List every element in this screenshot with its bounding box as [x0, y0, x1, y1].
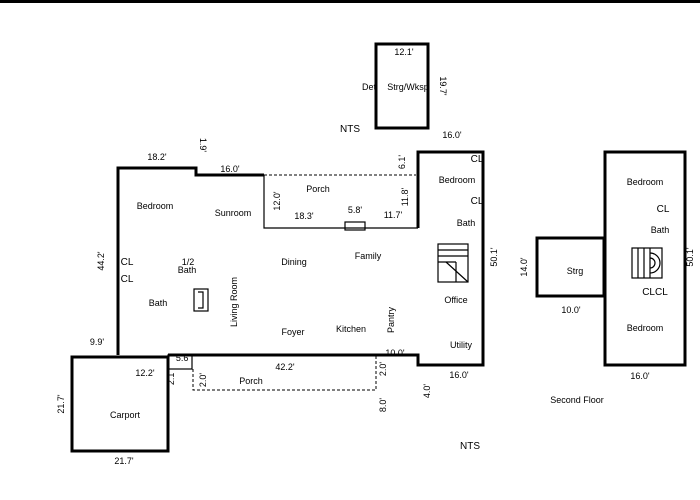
dim-21-7-horizontal: 21.7'	[114, 456, 134, 466]
dim-16-sun: 16.0'	[220, 164, 240, 174]
dim-1-9: 1.9'	[198, 138, 208, 153]
porch-bottom-label: Porch	[239, 376, 263, 386]
cl-second: CL	[657, 204, 670, 215]
cl-right-2: CL	[471, 196, 484, 207]
dim-16-top: 16.0'	[442, 130, 462, 140]
main-wall-left	[116, 166, 264, 355]
dim-11-8: 11.8'	[400, 187, 410, 206]
dim-11-7: 11.7'	[384, 210, 403, 220]
dim-44-2: 44.2'	[96, 251, 106, 271]
cl-left-2: CL	[121, 274, 134, 285]
clcl-label: CLCL	[642, 287, 668, 298]
foyer-label: Foyer	[281, 327, 304, 337]
carport-outline	[70, 355, 170, 453]
second-floor-note: Second Floor	[550, 395, 604, 405]
wksp-width-dim: 12.1'	[394, 47, 414, 57]
half-label: 1/2	[182, 257, 195, 267]
dim-10-0: 10.0'	[385, 348, 405, 358]
bedroom-label: Bedroom	[137, 201, 174, 211]
carport-label: Carport	[110, 410, 141, 420]
dim-18-2: 18.2'	[147, 152, 167, 162]
nts-top-note: NTS	[340, 124, 360, 135]
dim-2-0-right: 2.0'	[378, 362, 388, 377]
family-label: Family	[355, 251, 382, 261]
porch-top-walls	[263, 175, 418, 229]
cl-right-1: CL	[471, 154, 484, 165]
dim-16-second: 16.0'	[630, 371, 650, 381]
stair-icon	[437, 243, 469, 283]
dim-12-0: 12.0'	[272, 191, 282, 211]
sunroom-label: Sunroom	[215, 208, 252, 218]
bedroom-2a-label: Bedroom	[627, 177, 664, 187]
bedroom-2b-label: Bedroom	[627, 323, 664, 333]
dim-5-8: 5.8'	[348, 205, 363, 215]
bedroom-right-label: Bedroom	[439, 175, 476, 185]
half-bath-label: Bath	[178, 265, 197, 275]
utility-label: Utility	[450, 340, 472, 350]
dim-42-2: 42.2'	[275, 362, 295, 372]
top-border	[0, 0, 700, 3]
nts-bottom-note: NTS	[460, 441, 480, 452]
det-label: Det	[362, 82, 377, 92]
dim-10-0-strg: 10.0'	[561, 305, 581, 315]
dim-2-1: 2.1'	[166, 371, 176, 386]
porch-top-label: Porch	[306, 184, 330, 194]
dim-18-3: 18.3'	[294, 211, 314, 221]
dim-2-0-left: 2.0'	[198, 373, 208, 388]
bath-2-label: Bath	[651, 225, 670, 235]
second-floor-outline	[603, 150, 687, 367]
porch-bottom-dashed	[192, 355, 377, 391]
dim-50-1-second: 50.1'	[685, 247, 695, 267]
dim-8-0: 8.0'	[378, 398, 388, 413]
dim-16-bottom: 16.0'	[449, 370, 469, 380]
dim-9-9: 9.9'	[90, 337, 105, 347]
bath-left-label: Bath	[149, 298, 168, 308]
dim-6-1: 6.1'	[397, 155, 407, 170]
kitchen-label: Kitchen	[336, 324, 366, 334]
fireplace	[344, 221, 366, 231]
pantry-label: Pantry	[386, 306, 396, 333]
dining-label: Dining	[281, 257, 307, 267]
main-wall-right	[376, 150, 485, 367]
dim-4-0: 4.0'	[422, 384, 432, 399]
dim-14-0: 14.0'	[519, 257, 529, 277]
living-room-label: Living Room	[229, 277, 239, 327]
strg-label: Strg	[567, 266, 584, 276]
cl-left-1: CL	[121, 257, 134, 268]
stair-icon	[631, 247, 663, 279]
office-label: Office	[444, 295, 467, 305]
bath-right-label: Bath	[457, 218, 476, 228]
bathtub-icon	[193, 288, 209, 312]
wksp-height-dim: 19.7'	[438, 76, 448, 96]
dim-5-6: 5.6'	[176, 353, 191, 363]
dim-21-7-vertical: 21.7'	[56, 394, 66, 414]
workshop-label: Strg/Wksp	[387, 82, 429, 92]
dim-12-2: 12.2'	[135, 368, 155, 378]
dim-50-1: 50.1'	[489, 247, 499, 267]
workshop-outline	[374, 42, 430, 130]
